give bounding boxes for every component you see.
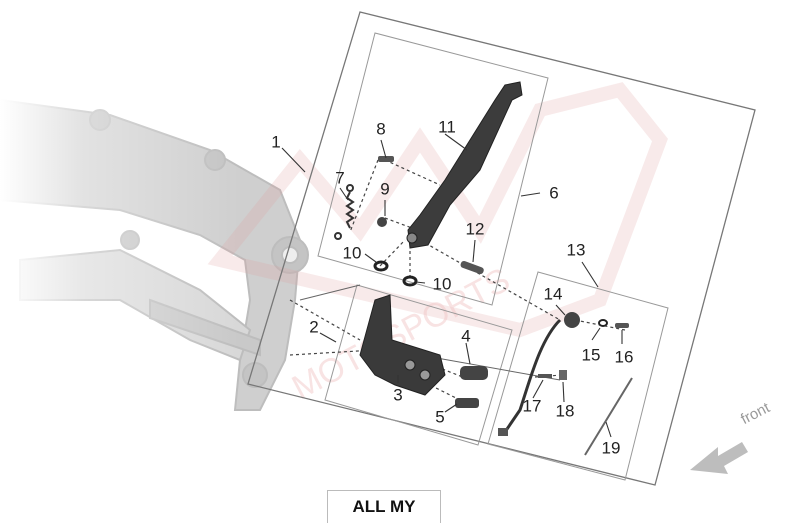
bracket-part — [359, 294, 446, 396]
callout-5: 5 — [435, 407, 445, 427]
callout-18: 18 — [555, 401, 575, 421]
clip-18-part — [559, 370, 567, 380]
callout-10a: 10 — [342, 243, 362, 263]
callout-12: 12 — [465, 219, 485, 239]
callout-17: 17 — [522, 396, 542, 416]
callout-2: 2 — [309, 317, 319, 337]
callout-3: 3 — [393, 385, 403, 405]
kickstand-group-box — [317, 32, 549, 306]
callout-4: 4 — [461, 326, 471, 346]
outer-assembly-box — [247, 11, 756, 486]
callout-9: 9 — [380, 179, 390, 199]
callout-19: 19 — [601, 438, 621, 458]
callout-14: 14 — [543, 284, 563, 304]
washer-10a-part — [373, 260, 389, 272]
screw-17-part — [538, 374, 552, 378]
callout-15: 15 — [581, 345, 601, 365]
callout-7: 7 — [335, 168, 345, 188]
washer-15-part — [598, 319, 608, 327]
kickstand-part — [406, 81, 523, 249]
leader-lines — [281, 133, 623, 438]
callout-16: 16 — [614, 347, 634, 367]
nut-9-part — [377, 217, 387, 227]
callout-8: 8 — [376, 119, 386, 139]
bracket-group-box — [324, 284, 513, 446]
callout-1: 1 — [271, 132, 281, 152]
switch-group-box — [487, 271, 669, 481]
callout-11: 11 — [438, 117, 456, 137]
assembly-solid-lines — [299, 284, 561, 381]
model-variant-label: ALL MY — [327, 490, 441, 523]
callout-13: 13 — [566, 240, 586, 260]
bolt-5-part — [455, 398, 479, 408]
frame-fade — [0, 80, 240, 420]
callout-10b: 10 — [432, 274, 452, 294]
washer-10b-part — [402, 275, 418, 287]
front-direction-arrow — [690, 442, 748, 474]
spring-part — [334, 184, 355, 240]
bolt-16-part — [615, 323, 629, 328]
pin-12-part — [460, 260, 484, 275]
callout-6: 6 — [549, 183, 559, 203]
tie-19-part — [584, 377, 633, 456]
variant-text: ALL MY — [352, 497, 416, 516]
bolt-8-part — [378, 156, 394, 162]
side-stand-switch-part — [498, 312, 580, 436]
collar-4-part — [460, 366, 488, 380]
